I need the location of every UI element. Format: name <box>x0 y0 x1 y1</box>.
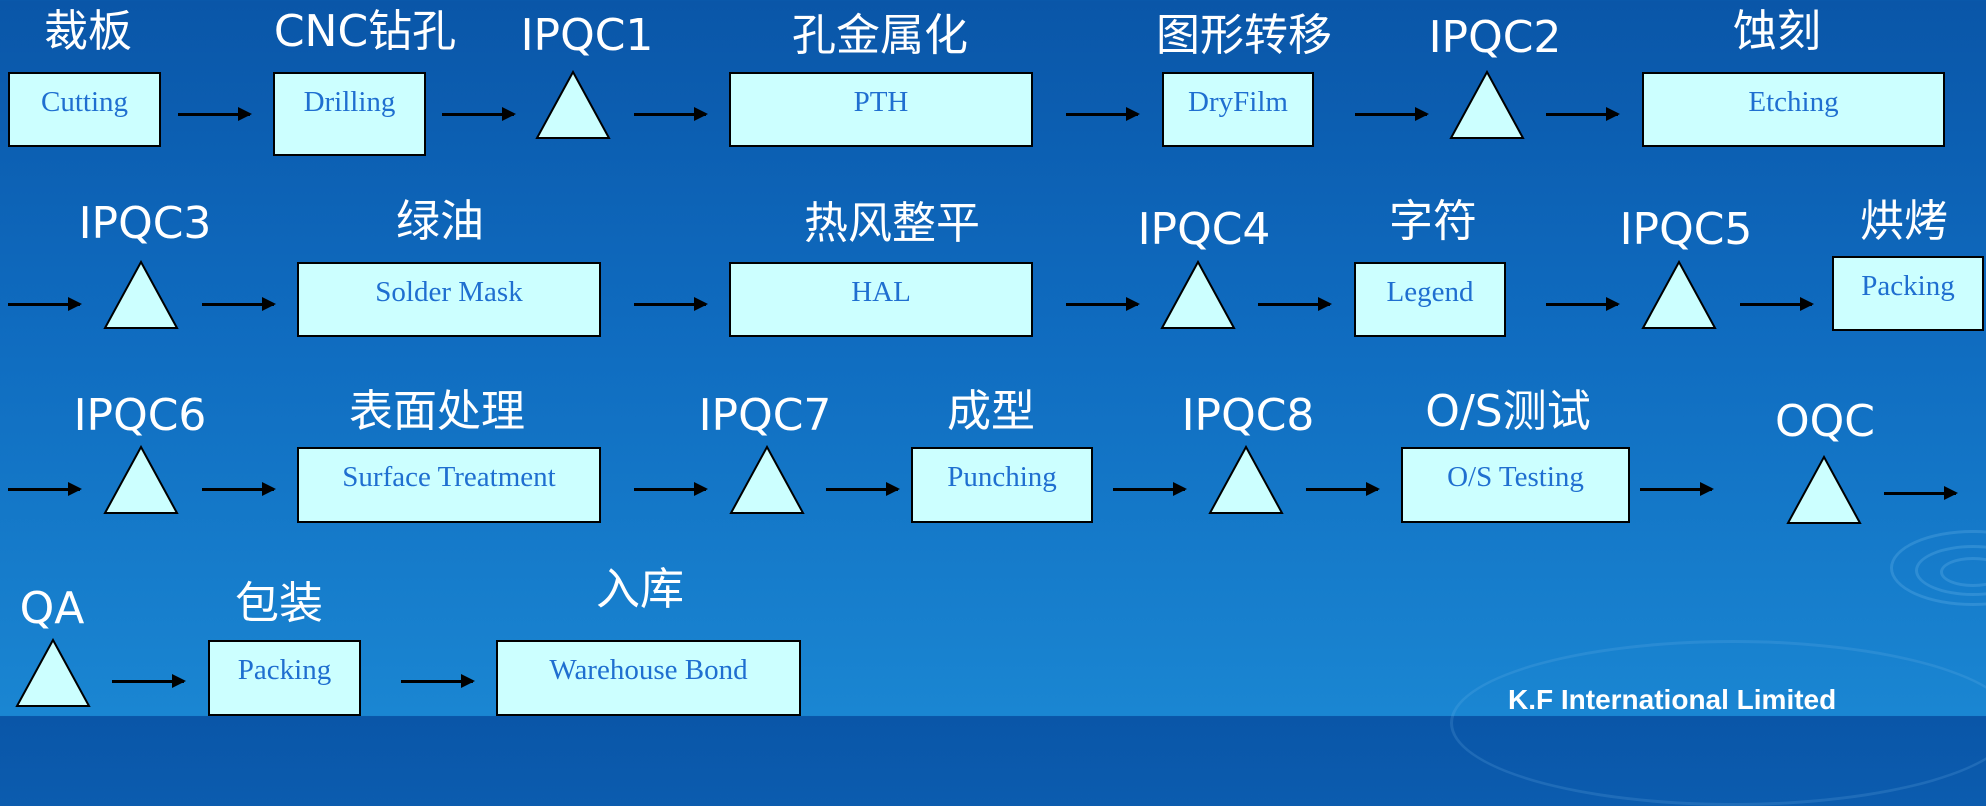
flow-arrow <box>1640 482 1714 496</box>
company-name: K.F International Limited <box>1508 684 1837 715</box>
step-legend: Legend <box>1354 262 1506 337</box>
label-baking: 烘烤 <box>1860 196 1948 247</box>
step-dryfilm: DryFilm <box>1162 72 1314 147</box>
step-soldermask: Solder Mask <box>297 262 601 337</box>
ripple-decoration <box>1940 557 1986 587</box>
flow-arrow <box>826 482 900 496</box>
step-baking: Packing <box>1832 256 1984 331</box>
step-pth: PTH <box>729 72 1033 147</box>
label-hal: 热风整平 <box>804 198 980 249</box>
label-pth: 孔金属化 <box>792 10 968 61</box>
flow-arrow <box>1066 107 1140 121</box>
flow-arrow <box>1884 486 1958 500</box>
flow-arrow <box>1306 482 1380 496</box>
inspection-triangle-ipqc3 <box>103 260 179 329</box>
flow-arrow <box>112 674 186 688</box>
flow-arrow <box>1258 297 1332 311</box>
step-surface: Surface Treatment <box>297 447 601 523</box>
label-drilling: CNC钻孔 <box>273 6 457 57</box>
label-cutting: 裁板 <box>44 6 132 57</box>
label-ostest: O/S测试 <box>1425 386 1591 437</box>
label-packing: 包装 <box>235 578 323 629</box>
inspection-triangle-ipqc4 <box>1160 260 1236 329</box>
label-ipqc1: IPQC1 <box>520 10 654 61</box>
step-ostest: O/S Testing <box>1401 447 1630 523</box>
inspection-triangle-oqc <box>1786 455 1862 524</box>
step-warehouse: Warehouse Bond <box>496 640 801 716</box>
inspection-triangle-ipqc7 <box>729 445 805 514</box>
label-ipqc8: IPQC8 <box>1181 390 1315 441</box>
step-hal: HAL <box>729 262 1033 337</box>
label-legend: 字符 <box>1389 196 1477 247</box>
inspection-triangle-qa <box>15 638 91 707</box>
flow-arrow <box>1113 482 1187 496</box>
inspection-triangle-ipqc6 <box>103 445 179 514</box>
flow-arrow <box>1355 107 1429 121</box>
label-ipqc7: IPQC7 <box>698 390 832 441</box>
flow-arrow <box>1546 107 1620 121</box>
flow-arrow <box>442 107 516 121</box>
flow-arrow <box>401 674 475 688</box>
inspection-triangle-ipqc1 <box>535 70 611 139</box>
label-etching: 蚀刻 <box>1733 6 1821 57</box>
flow-arrow <box>8 482 82 496</box>
label-ipqc6: IPQC6 <box>73 390 207 441</box>
label-ipqc5: IPQC5 <box>1619 204 1753 255</box>
flow-arrow <box>634 482 708 496</box>
step-cutting: Cutting <box>8 72 161 147</box>
flow-arrow <box>8 297 82 311</box>
inspection-triangle-ipqc5 <box>1641 260 1717 329</box>
label-oqc: OQC <box>1775 396 1875 447</box>
inspection-triangle-ipqc2 <box>1449 70 1525 139</box>
label-warehouse: 入库 <box>596 564 684 615</box>
step-etching: Etching <box>1642 72 1945 147</box>
flow-arrow <box>202 482 276 496</box>
step-punching: Punching <box>911 447 1093 523</box>
flow-arrow <box>1066 297 1140 311</box>
label-punching: 成型 <box>947 386 1035 437</box>
flow-arrow <box>202 297 276 311</box>
flow-arrow <box>634 297 708 311</box>
label-surface: 表面处理 <box>349 386 525 437</box>
label-ipqc4: IPQC4 <box>1137 204 1271 255</box>
label-ipqc2: IPQC2 <box>1428 12 1562 63</box>
label-soldermask: 绿油 <box>396 196 484 247</box>
inspection-triangle-ipqc8 <box>1208 445 1284 514</box>
flow-arrow <box>1546 297 1620 311</box>
ripple-decoration <box>1450 640 1986 806</box>
step-drilling: Drilling <box>273 72 426 156</box>
label-qa: QA <box>19 583 85 634</box>
label-ipqc3: IPQC3 <box>78 198 212 249</box>
step-packing: Packing <box>208 640 361 716</box>
flow-arrow <box>178 107 252 121</box>
label-dryfilm: 图形转移 <box>1156 10 1332 61</box>
flow-arrow <box>1740 297 1814 311</box>
flow-arrow <box>634 107 708 121</box>
